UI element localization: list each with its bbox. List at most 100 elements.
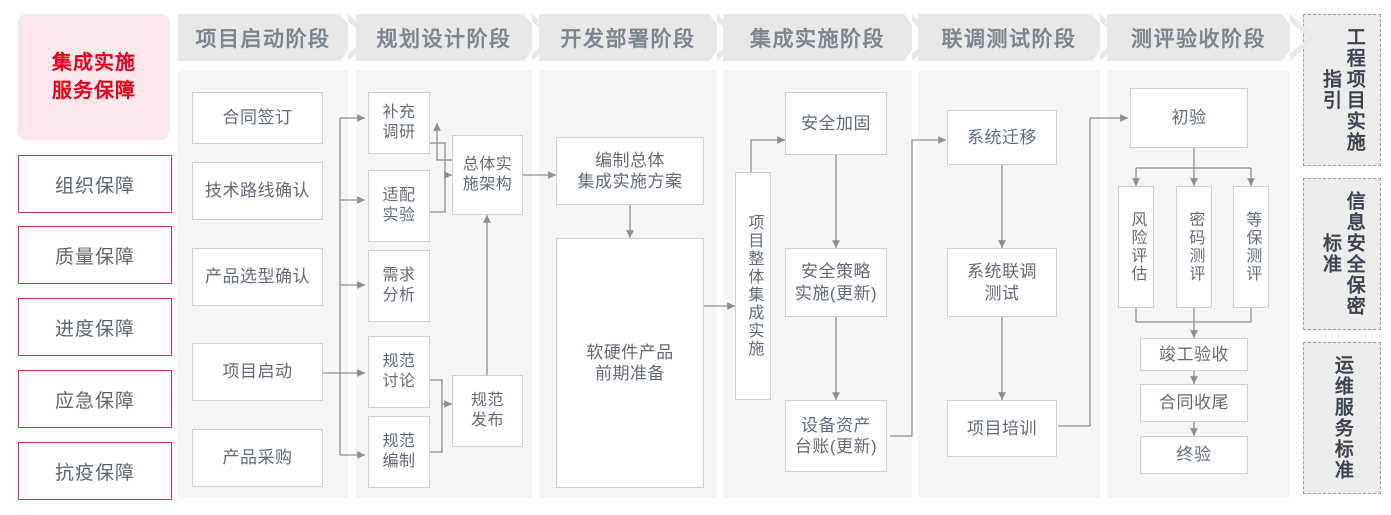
node-hardware-software-preparation[interactable]: 软硬件产品 前期准备 (556, 238, 704, 488)
node-label-line2: 测试 (984, 283, 1020, 303)
node-spec-discussion[interactable]: 规范 讨论 (368, 336, 430, 408)
node-adaptation-test[interactable]: 适配 实验 (368, 170, 430, 242)
node-label: 系统迁移 (967, 127, 1037, 147)
guarantee-item-organization[interactable]: 组织保障 (18, 155, 172, 213)
node-label: 规范 讨论 (382, 352, 415, 392)
reference-label: 运维服务标准 (1331, 355, 1353, 481)
node-label: 初验 (1171, 108, 1207, 128)
guarantee-item-schedule[interactable]: 进度保障 (18, 298, 172, 356)
guarantee-rail-header: 集成实施 服务保障 (18, 14, 170, 140)
node-system-migration[interactable]: 系统迁移 (947, 110, 1057, 165)
node-risk-assessment[interactable]: 风险评估 (1118, 186, 1154, 308)
node-supplementary-research[interactable]: 补充 调研 (368, 92, 430, 154)
node-spec-release[interactable]: 规范 发布 (452, 375, 523, 447)
node-product-purchase[interactable]: 产品采购 (192, 429, 323, 487)
guarantee-item-label: 组织保障 (54, 175, 135, 197)
node-label: 风险评估 (1128, 211, 1146, 283)
node-label: 密码测评 (1186, 211, 1204, 283)
node-overall-implementation-architecture[interactable]: 总体实 施架构 (452, 135, 523, 215)
node-cryptography-evaluation[interactable]: 密码测评 (1176, 186, 1212, 308)
node-label-line1: 系统联调 (967, 262, 1037, 282)
node-label: 编制总体 集成实施方案 (578, 150, 683, 193)
node-security-policy-implementation[interactable]: 安全策略 实施(更新) (785, 248, 887, 317)
node-label: 总体实 施架构 (463, 155, 513, 195)
stage-header-2[interactable]: 规划设计阶段 (356, 14, 532, 61)
node-label: 产品采购 (222, 448, 293, 468)
node-label-line1: 规范 (382, 352, 416, 370)
reference-label: 工程项目实施指引 (1320, 27, 1365, 153)
node-label: 安全策略 实施(更新) (795, 261, 877, 304)
guarantee-rail-title: 集成实施 服务保障 (52, 49, 136, 106)
guarantee-item-label: 质量保障 (54, 246, 135, 268)
reference-engineering-guide[interactable]: 工程项目实施指引 (1303, 14, 1381, 166)
reference-security-standard[interactable]: 信息安全保密标准 (1303, 178, 1381, 330)
node-completion-acceptance[interactable]: 竣工验收 (1140, 338, 1248, 371)
guarantee-item-label: 抗疫保障 (54, 462, 135, 484)
node-label-line2: 发布 (470, 412, 504, 429)
node-label-line2: 台账(更新) (794, 437, 878, 456)
guarantee-item-epidemic[interactable]: 抗疫保障 (18, 442, 172, 500)
node-equipment-asset-ledger[interactable]: 设备资产 台账(更新) (785, 400, 887, 472)
node-label: 安全加固 (801, 113, 871, 133)
node-write-overall-integration-plan[interactable]: 编制总体 集成实施方案 (556, 137, 704, 205)
node-label-line2: 集成实施方案 (577, 172, 683, 191)
node-label: 产品选型确认 (205, 267, 310, 287)
node-product-selection[interactable]: 产品选型确认 (192, 248, 323, 306)
node-label-line2: 实施(更新) (794, 283, 878, 303)
node-label-line1: 设备资产 (800, 415, 871, 435)
node-label-line1: 规范 (382, 432, 416, 450)
node-label: 项目启动 (222, 362, 293, 382)
node-label-line1: 软硬件产品 (586, 342, 674, 362)
node-preliminary-acceptance[interactable]: 初验 (1130, 88, 1248, 148)
node-label: 项目培训 (967, 418, 1037, 438)
node-label: 设备资产 台账(更新) (795, 415, 877, 458)
node-overall-project-integration[interactable]: 项目整体集成实施 (735, 172, 771, 400)
stage-header-3[interactable]: 开发部署阶段 (539, 14, 717, 61)
node-label-line1: 需求 (382, 266, 416, 284)
stage-header-label-4: 集成实施阶段 (750, 27, 885, 51)
node-final-acceptance[interactable]: 终验 (1140, 436, 1248, 474)
stage-header-4[interactable]: 集成实施阶段 (723, 14, 912, 61)
stage-header-label-3: 开发部署阶段 (560, 27, 696, 51)
node-label-line2: 编制 (382, 453, 416, 470)
node-label: 等保测评 (1243, 211, 1261, 283)
node-label: 规范 发布 (471, 391, 504, 431)
reference-ops-service-standard[interactable]: 运维服务标准 (1303, 342, 1381, 494)
node-label: 软硬件产品 前期准备 (586, 342, 674, 385)
guarantee-title-line1: 集成实施 (52, 51, 136, 74)
node-project-training[interactable]: 项目培训 (947, 400, 1057, 457)
stage-header-5[interactable]: 联调测试阶段 (918, 14, 1100, 61)
node-label-line1: 总体实 (462, 155, 513, 173)
stage-header-label-1: 项目启动阶段 (195, 27, 331, 51)
node-contract-closure[interactable]: 合同收尾 (1140, 384, 1248, 422)
node-label-line1: 编制总体 (595, 150, 665, 170)
guarantee-item-quality[interactable]: 质量保障 (18, 226, 172, 284)
node-security-hardening[interactable]: 安全加固 (785, 92, 887, 155)
reference-label: 信息安全保密标准 (1320, 191, 1365, 317)
stage-header-label-5: 联调测试阶段 (941, 27, 1077, 51)
node-label: 需求 分析 (382, 266, 415, 306)
node-label-line2: 调研 (382, 124, 416, 141)
node-system-joint-debug-test[interactable]: 系统联调 测试 (947, 248, 1057, 317)
node-project-kickoff[interactable]: 项目启动 (192, 343, 323, 401)
node-label-line1: 规范 (470, 391, 504, 409)
node-label-line1: 适配 (382, 186, 416, 204)
guarantee-item-emergency[interactable]: 应急保障 (18, 370, 172, 428)
node-label: 系统联调 测试 (967, 261, 1037, 304)
guarantee-item-label: 进度保障 (54, 318, 135, 340)
guarantee-title-line2: 服务保障 (52, 80, 136, 102)
stage-header-label-2: 规划设计阶段 (376, 27, 512, 51)
stage-header-6[interactable]: 测评验收阶段 (1107, 14, 1290, 61)
node-spec-drafting[interactable]: 规范 编制 (368, 416, 430, 488)
node-mlps-evaluation[interactable]: 等保测评 (1233, 186, 1269, 308)
node-label: 合同签订 (222, 108, 293, 128)
node-requirement-analysis[interactable]: 需求 分析 (368, 250, 430, 322)
node-label-line2: 施架构 (462, 176, 513, 193)
node-tech-route-confirm[interactable]: 技术路线确认 (192, 162, 323, 220)
node-label: 规范 编制 (382, 432, 415, 472)
node-label-line1: 补充 (382, 103, 416, 121)
guarantee-item-label: 应急保障 (54, 390, 135, 412)
node-contract-signing[interactable]: 合同签订 (192, 92, 323, 144)
stage-header-1[interactable]: 项目启动阶段 (178, 14, 348, 61)
